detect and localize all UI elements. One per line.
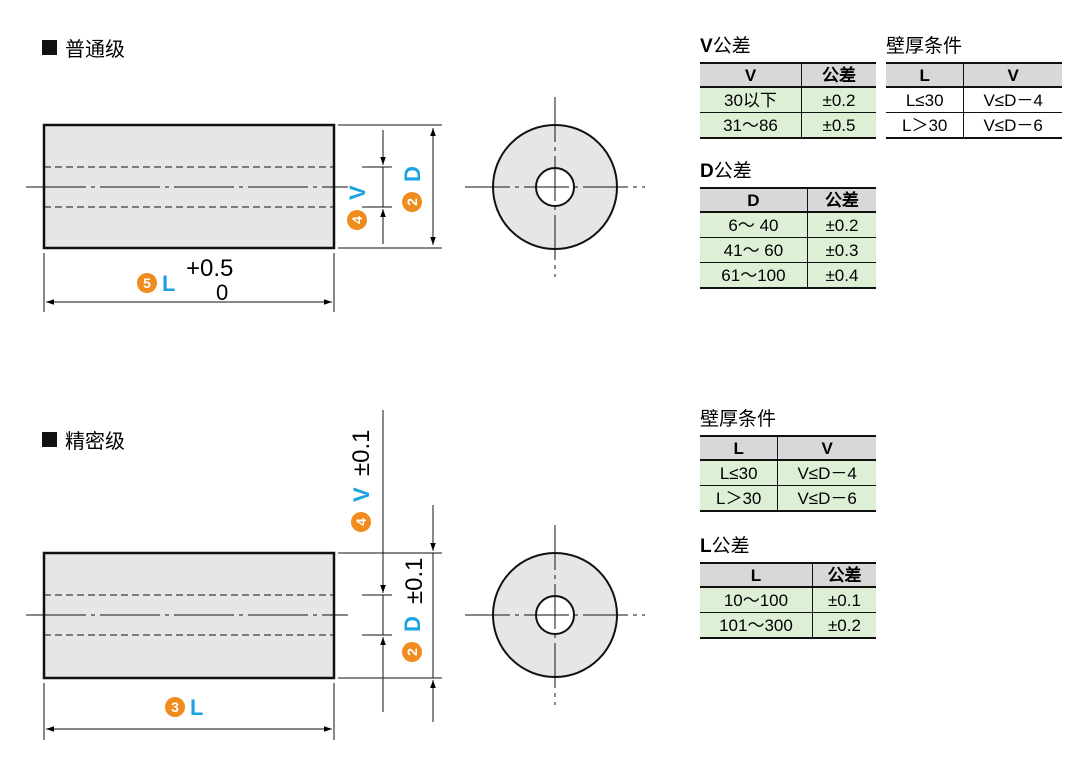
number-badge-icon <box>351 512 371 532</box>
precision-V-label: 4 V ±0.1 <box>348 429 375 532</box>
wall-condition-title: 壁厚条件 <box>886 35 963 57</box>
precision-side-view <box>26 551 348 680</box>
svg-text:4: 4 <box>349 216 365 224</box>
table-header-cell: L <box>700 435 778 461</box>
table-cell: 10～100 <box>700 587 813 613</box>
number-badge-icon <box>402 642 422 662</box>
precision-end-view <box>465 525 645 705</box>
number-badge-icon <box>165 697 185 717</box>
table-cell: 61～100 <box>700 262 808 289</box>
table-cell: V≤D－4 <box>777 460 876 486</box>
table-header-row: V 公差 <box>700 62 876 88</box>
table-row: L≤30 V≤D－4 <box>700 460 876 486</box>
table-header-cell: 公差 <box>806 187 876 213</box>
number-badge-icon <box>347 210 367 230</box>
table-cell: L≤30 <box>700 460 778 486</box>
table-row: 10～100 ±0.1 <box>700 587 876 613</box>
table-header-cell: L <box>886 62 964 88</box>
table-row: L≤30 V≤D－4 <box>886 87 1062 113</box>
svg-text:L: L <box>190 695 203 720</box>
table-row: L＞30 V≤D－6 <box>886 112 1062 139</box>
standard-grade-heading: 普通级 <box>42 33 125 62</box>
table-row: 6～ 40 ±0.2 <box>700 212 876 238</box>
standard-L-tolerance-lower: 0 <box>216 280 228 305</box>
precision-L-label: 3 L <box>165 695 203 720</box>
precision-D-tolerance: ±0.1 <box>401 557 428 604</box>
table-cell: 41～ 60 <box>700 237 808 263</box>
v-tolerance-table: V 公差 30以下 ±0.2 31～86 ±0.5 <box>700 62 876 139</box>
table-row: 61～100 ±0.4 <box>700 262 876 289</box>
table-header-cell: V <box>700 62 802 88</box>
precision-D-label: 2 D ±0.1 <box>400 557 428 662</box>
number-badge-icon <box>402 192 422 212</box>
table-cell: L＞30 <box>700 485 778 512</box>
table-header-row: L 公差 <box>700 562 876 588</box>
standard-grade-title: 普通级 <box>65 37 125 61</box>
table-header-row: L V <box>700 435 876 461</box>
svg-text:2: 2 <box>404 648 420 656</box>
precision-grade-title: 精密级 <box>65 429 125 453</box>
wall-condition-table: L V L≤30 V≤D－4 L＞30 V≤D－6 <box>700 435 876 512</box>
table-header-cell: D <box>700 187 808 213</box>
number-badge-icon <box>137 273 157 293</box>
wall-condition-table: L V L≤30 V≤D－4 L＞30 V≤D－6 <box>886 62 1062 139</box>
v-tolerance-title: V公差 <box>700 35 751 57</box>
precision-V-tolerance: ±0.1 <box>348 429 375 476</box>
d-tolerance-title: D公差 <box>700 160 752 182</box>
table-cell: 31～86 <box>700 112 802 139</box>
svg-text:3: 3 <box>171 699 179 715</box>
svg-text:5: 5 <box>143 275 151 291</box>
table-cell: V≤D－6 <box>963 112 1062 139</box>
table-header-row: D 公差 <box>700 187 876 213</box>
svg-text:V: V <box>345 185 370 200</box>
table-cell: L≤30 <box>886 87 964 113</box>
table-cell: V≤D－6 <box>777 485 876 512</box>
square-bullet-icon <box>42 40 57 55</box>
table-cell: ±0.2 <box>811 612 876 639</box>
table-cell: ±0.5 <box>800 112 876 139</box>
square-bullet-icon <box>42 432 57 447</box>
table-header-cell: V <box>963 62 1062 88</box>
table-cell: ±0.4 <box>806 262 876 289</box>
table-row: 31～86 ±0.5 <box>700 112 876 139</box>
wall-condition-title: 壁厚条件 <box>700 408 777 430</box>
table-row: 30以下 ±0.2 <box>700 87 876 113</box>
table-cell: ±0.2 <box>800 87 876 113</box>
svg-text:D: D <box>400 166 425 182</box>
table-cell: V≤D－4 <box>963 87 1062 113</box>
standard-dimension-lines <box>43 124 442 312</box>
precision-grade-heading: 精密级 <box>42 425 125 454</box>
svg-text:V: V <box>349 487 374 502</box>
l-tolerance-table: L 公差 10～100 ±0.1 101～300 ±0.2 <box>700 562 876 639</box>
table-cell: 101～300 <box>700 612 813 639</box>
table-header-cell: L <box>700 562 813 588</box>
table-row: L＞30 V≤D－6 <box>700 485 876 512</box>
svg-text:2: 2 <box>404 198 420 206</box>
table-cell: L＞30 <box>886 112 964 139</box>
table-cell: ±0.2 <box>806 212 876 238</box>
standard-L-label: 5 L +0.5 0 <box>137 255 233 305</box>
table-cell: ±0.1 <box>811 587 876 613</box>
table-row: 101～300 ±0.2 <box>700 612 876 639</box>
standard-L-tolerance-upper: +0.5 <box>186 255 233 282</box>
svg-text:D: D <box>400 616 425 632</box>
standard-end-view <box>465 97 645 277</box>
table-cell: 30以下 <box>700 87 802 113</box>
table-header-cell: 公差 <box>800 62 876 88</box>
l-tolerance-title: L公差 <box>700 535 750 557</box>
precision-dimension-lines <box>43 410 442 740</box>
d-tolerance-table: D 公差 6～ 40 ±0.2 41～ 60 ±0.3 61～100 ±0.4 <box>700 187 876 289</box>
table-header-cell: 公差 <box>811 562 876 588</box>
table-cell: ±0.3 <box>806 237 876 263</box>
table-cell: 6～ 40 <box>700 212 808 238</box>
table-header-row: L V <box>886 62 1062 88</box>
standard-V-label: 4 V <box>345 185 370 230</box>
svg-text:L: L <box>162 271 175 296</box>
table-header-cell: V <box>777 435 876 461</box>
svg-text:4: 4 <box>353 518 369 526</box>
standard-D-label: 2 D <box>400 166 425 212</box>
table-row: 41～ 60 ±0.3 <box>700 237 876 263</box>
standard-side-view <box>26 123 348 250</box>
